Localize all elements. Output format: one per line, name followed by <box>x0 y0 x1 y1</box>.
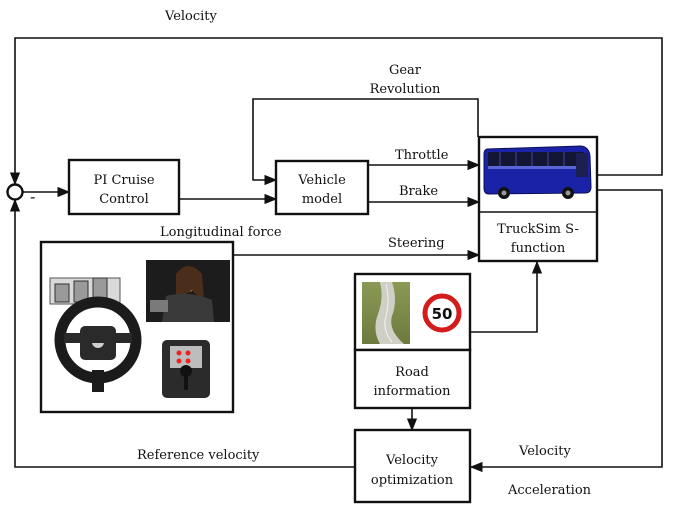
trucksim-label-line1: TruckSim S- <box>497 222 579 237</box>
vehicle-label-line2: model <box>302 192 342 207</box>
steering-label: Steering <box>388 236 445 251</box>
velocity-acceleration-line <box>469 189 663 473</box>
vehicle-label-line1: Vehicle <box>297 173 346 188</box>
velocity-optimization-block <box>353 428 472 504</box>
speed-limit-sign-icon: 50 <box>422 293 462 333</box>
velocity-right-label: Velocity <box>518 444 572 459</box>
minus-sign: - <box>30 187 35 206</box>
throttle-label: Throttle <box>395 148 449 163</box>
road-label-line2: information <box>373 384 451 399</box>
longitudinal-force-label: Longitudinal force <box>160 225 282 240</box>
road-to-trucksim-arrow <box>470 260 543 333</box>
bus-icon <box>483 145 592 199</box>
speed-limit-value: 50 <box>432 305 453 323</box>
pi-label-line1: PI Cruise <box>93 173 154 188</box>
velopt-label-line2: optimization <box>371 473 454 488</box>
road-information-block <box>353 348 472 410</box>
driver-photo <box>146 260 230 322</box>
vehicle-model-block <box>274 159 370 216</box>
road-label-line1: Road <box>395 365 429 380</box>
summing-junction <box>6 183 24 201</box>
reference-velocity-line <box>9 198 355 468</box>
reference-velocity-label: Reference velocity <box>137 448 260 463</box>
acceleration-label: Acceleration <box>507 483 592 498</box>
trucksim-label-line2: function <box>511 241 566 256</box>
gear-revolution-line <box>252 98 479 186</box>
revolution-label: Revolution <box>370 82 441 97</box>
velocity-top-label: Velocity <box>164 9 218 24</box>
racing-wheel-icon <box>49 277 210 398</box>
velocity-feedback-line <box>9 37 663 186</box>
gear-label: Gear <box>389 63 422 78</box>
pi-label-line2: Control <box>99 192 149 207</box>
pi-cruise-control-block <box>67 158 181 216</box>
brake-label: Brake <box>399 184 438 199</box>
velopt-label-line1: Velocity <box>385 453 439 468</box>
road-photo <box>362 282 410 344</box>
